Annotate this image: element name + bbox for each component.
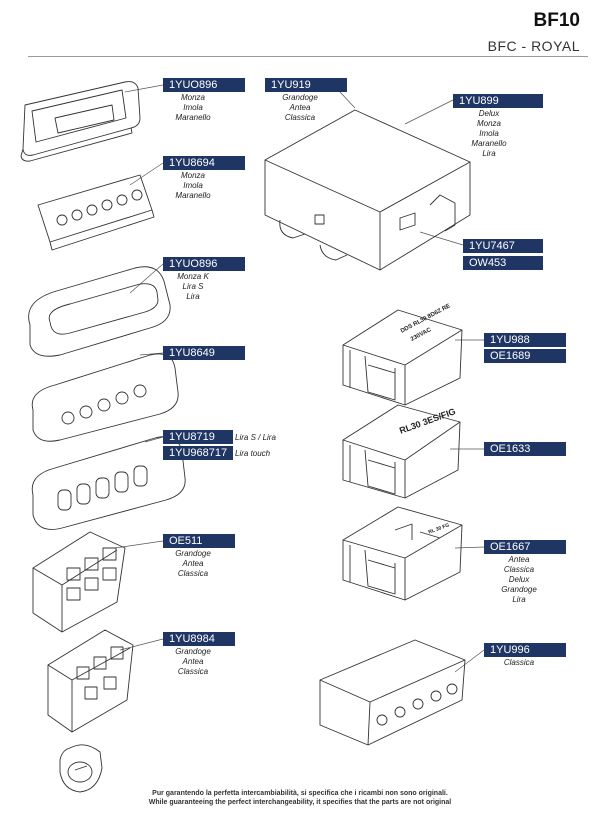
relay-module-3-drawing xyxy=(343,507,462,600)
part-code: 1YU988 xyxy=(484,333,566,347)
round-knob-drawing xyxy=(60,745,102,792)
keypad-5-box-drawing xyxy=(48,630,133,732)
part-note: Lira touch xyxy=(235,449,271,458)
part-code: OE1667 xyxy=(484,540,566,554)
leader-lines xyxy=(115,85,484,672)
relay-module-1-drawing xyxy=(343,310,462,405)
part-code: 1YU919 xyxy=(265,78,347,92)
part-code: OE1633 xyxy=(484,442,566,456)
footer-disclaimer-it: Pur garantendo la perfetta intercambiabi… xyxy=(152,790,448,797)
part-code: 1YU968717 xyxy=(163,446,233,460)
footer-disclaimer-en: While guaranteeing the perfect interchan… xyxy=(148,799,452,806)
part-code: 1YUO896 xyxy=(163,257,245,271)
touch-panel-drawing xyxy=(32,437,185,530)
relay-module-2-drawing xyxy=(343,405,460,498)
part-code: 1YU899 xyxy=(453,94,543,108)
oval-display-drawing xyxy=(29,267,171,356)
part-code: 1YU7467 xyxy=(463,239,543,253)
part-code: 1YUO896 xyxy=(163,78,245,92)
keypad-connector-drawing xyxy=(38,175,154,250)
header-divider xyxy=(28,56,588,57)
control-box-drawing xyxy=(265,110,470,270)
page-title: BF10 xyxy=(533,10,580,31)
part-code: OW453 xyxy=(463,256,543,270)
part-code: 1YU8694 xyxy=(163,156,245,170)
part-note: Lira S / Lira xyxy=(235,433,276,442)
part-code: OE1689 xyxy=(484,349,566,363)
part-code: 1YU996 xyxy=(484,643,566,657)
part-code: OE511 xyxy=(163,534,235,548)
part-code: 1YU8984 xyxy=(163,632,235,646)
display-panel-drawing xyxy=(21,82,140,162)
part-models: Classica xyxy=(503,658,535,667)
keypad-6-box-drawing xyxy=(33,532,125,632)
part-code: 1YU8649 xyxy=(163,346,245,360)
page-subtitle: BFC - ROYAL xyxy=(487,38,580,54)
part-code: 1YU8719 xyxy=(163,430,233,444)
control-box-buttons-drawing xyxy=(320,640,465,745)
button-panel-5-drawing xyxy=(32,354,178,441)
